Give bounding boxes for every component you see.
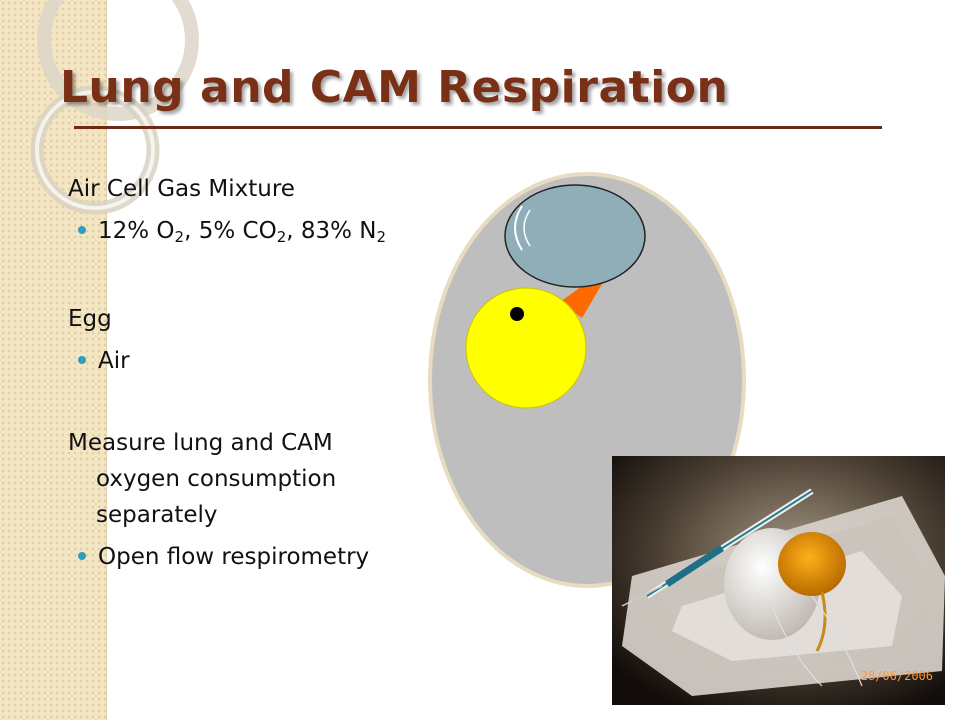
bullet-dot-icon	[78, 551, 86, 560]
gas-n2-subscript: 2	[376, 228, 387, 246]
gas-co2-text: , 5% CO	[184, 218, 277, 244]
gas-n2-text: , 83% N	[286, 218, 377, 244]
photo-date-stamp: 28/06/2006	[860, 669, 933, 683]
air-cell-highlight	[514, 205, 523, 251]
bullet-open-flow-text: Open flow respirometry	[98, 544, 370, 570]
gas-o2-text: 12% O	[98, 218, 175, 244]
air-cell	[504, 184, 646, 288]
title-underline	[74, 126, 882, 129]
heading-air-cell: Air Cell Gas Mixture	[68, 176, 295, 202]
embryo-yolk	[465, 287, 587, 409]
air-cell-highlight-inner	[523, 209, 531, 247]
bullet-gas-mixture: 12% O2, 5% CO2, 83% N2	[78, 218, 386, 246]
bullet-air-text: Air	[98, 348, 130, 374]
decorative-circles	[30, 0, 199, 215]
heading-measure-line2: oxygen consumption	[96, 466, 337, 492]
heading-measure-line1: Measure lung and CAM	[68, 430, 333, 456]
slide-title: Lung and CAM Respiration	[60, 62, 729, 113]
bullet-dot-icon	[78, 225, 86, 234]
bullet-air: Air	[78, 348, 130, 374]
embryo-eye	[510, 307, 524, 321]
bullet-dot-icon	[78, 355, 86, 364]
embryo-beak	[560, 262, 615, 318]
egg-experiment-photo: 28/06/2006	[612, 456, 945, 705]
gas-co2-subscript: 2	[276, 228, 287, 246]
heading-measure-line3: separately	[96, 502, 218, 528]
bullet-open-flow: Open flow respirometry	[78, 544, 369, 570]
gas-o2-subscript: 2	[174, 228, 185, 246]
photo-illustration	[612, 456, 945, 705]
heading-egg: Egg	[68, 306, 112, 332]
